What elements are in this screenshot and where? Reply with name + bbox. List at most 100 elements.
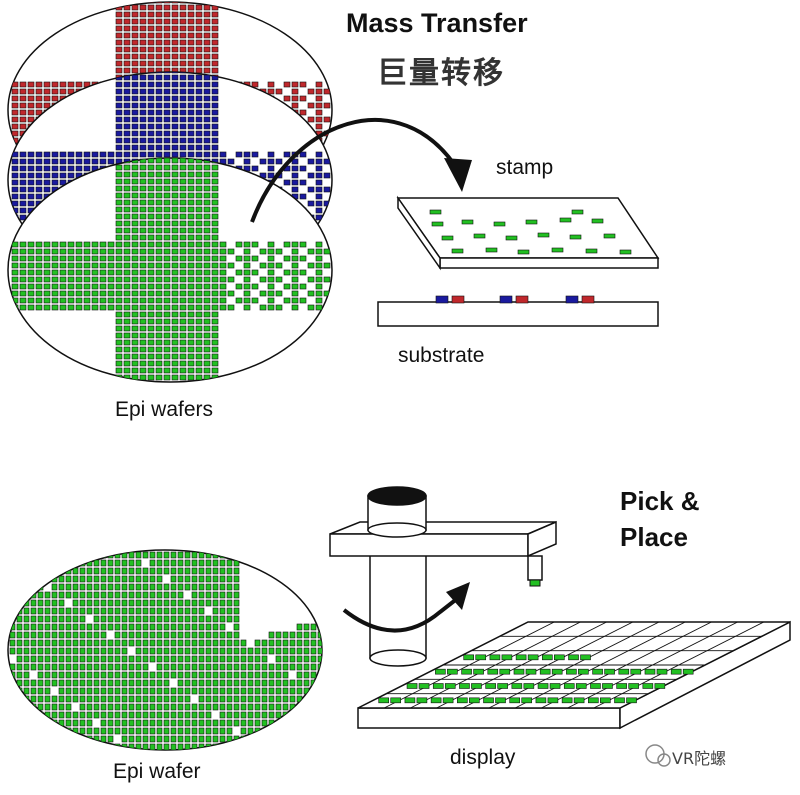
led-die <box>282 655 289 663</box>
led-die <box>91 158 99 165</box>
led-die <box>171 130 179 137</box>
led-die <box>156 655 163 663</box>
led-die <box>310 743 317 750</box>
led-die <box>226 559 233 567</box>
led-die <box>212 647 219 655</box>
led-die <box>291 241 299 248</box>
led-die <box>11 255 19 262</box>
led-die <box>299 81 307 88</box>
led-die <box>139 88 147 95</box>
led-die <box>171 116 179 123</box>
led-die <box>30 679 37 687</box>
led-die <box>195 4 203 11</box>
led-die <box>317 647 322 655</box>
led-die <box>191 559 198 567</box>
led-die <box>142 711 149 719</box>
led-die <box>99 283 107 290</box>
led-die <box>171 144 179 151</box>
led-die <box>147 144 155 151</box>
led-die <box>9 551 16 559</box>
led-die <box>184 631 191 639</box>
led-die <box>51 559 58 567</box>
led-die <box>27 283 35 290</box>
led-die <box>147 192 155 199</box>
led-die <box>282 671 289 679</box>
led-die <box>107 276 115 283</box>
led-die <box>19 248 27 255</box>
led-die <box>27 109 35 116</box>
led-die <box>205 647 212 655</box>
led-die <box>219 623 226 631</box>
led-die <box>72 711 79 719</box>
led-die <box>79 567 86 575</box>
led-die <box>291 88 299 95</box>
led-die <box>51 276 59 283</box>
led-die <box>451 248 464 254</box>
led-die <box>100 559 107 567</box>
led-die <box>275 687 282 695</box>
led-die <box>114 639 121 647</box>
led-die <box>123 318 131 325</box>
led-die <box>187 227 195 234</box>
led-die <box>268 679 275 687</box>
led-die <box>184 599 191 607</box>
led-die <box>121 575 128 583</box>
led-die <box>93 687 100 695</box>
led-die <box>240 695 247 703</box>
led-die <box>51 663 58 671</box>
led-die <box>155 39 163 46</box>
led-die <box>247 695 254 703</box>
led-die <box>561 697 573 704</box>
led-die <box>115 297 123 304</box>
led-die <box>142 591 149 599</box>
led-die <box>203 318 211 325</box>
led-die <box>203 144 211 151</box>
led-die <box>123 346 131 353</box>
led-die <box>93 703 100 711</box>
led-die <box>243 283 251 290</box>
led-die <box>212 655 219 663</box>
led-die <box>107 283 115 290</box>
led-die <box>44 607 51 615</box>
led-die <box>37 631 44 639</box>
led-die <box>171 346 179 353</box>
led-die <box>131 248 139 255</box>
led-die <box>235 269 243 276</box>
led-die <box>100 679 107 687</box>
led-die <box>75 151 83 158</box>
led-die <box>51 575 58 583</box>
led-die <box>147 241 155 248</box>
led-die <box>247 671 254 679</box>
led-die <box>115 171 123 178</box>
led-die <box>51 262 59 269</box>
led-die <box>296 663 303 671</box>
led-die <box>11 123 19 130</box>
led-die <box>147 116 155 123</box>
led-die <box>198 655 205 663</box>
led-die <box>131 151 139 158</box>
led-die <box>171 74 179 81</box>
led-die <box>310 663 317 671</box>
led-die <box>525 668 537 675</box>
led-die <box>195 311 203 318</box>
led-die <box>91 255 99 262</box>
led-die <box>83 255 91 262</box>
led-die <box>177 559 184 567</box>
led-die <box>473 233 486 239</box>
led-die <box>155 367 163 374</box>
led-die <box>128 727 135 735</box>
led-die <box>177 647 184 655</box>
led-die <box>131 262 139 269</box>
led-die <box>79 583 86 591</box>
led-die <box>299 151 307 158</box>
led-die <box>100 575 107 583</box>
led-die <box>163 192 171 199</box>
led-die <box>163 74 171 81</box>
led-die <box>537 232 550 238</box>
led-die <box>198 615 205 623</box>
led-die <box>86 591 93 599</box>
led-die <box>155 11 163 18</box>
led-die <box>187 109 195 116</box>
led-die <box>37 727 44 735</box>
led-die <box>44 655 51 663</box>
